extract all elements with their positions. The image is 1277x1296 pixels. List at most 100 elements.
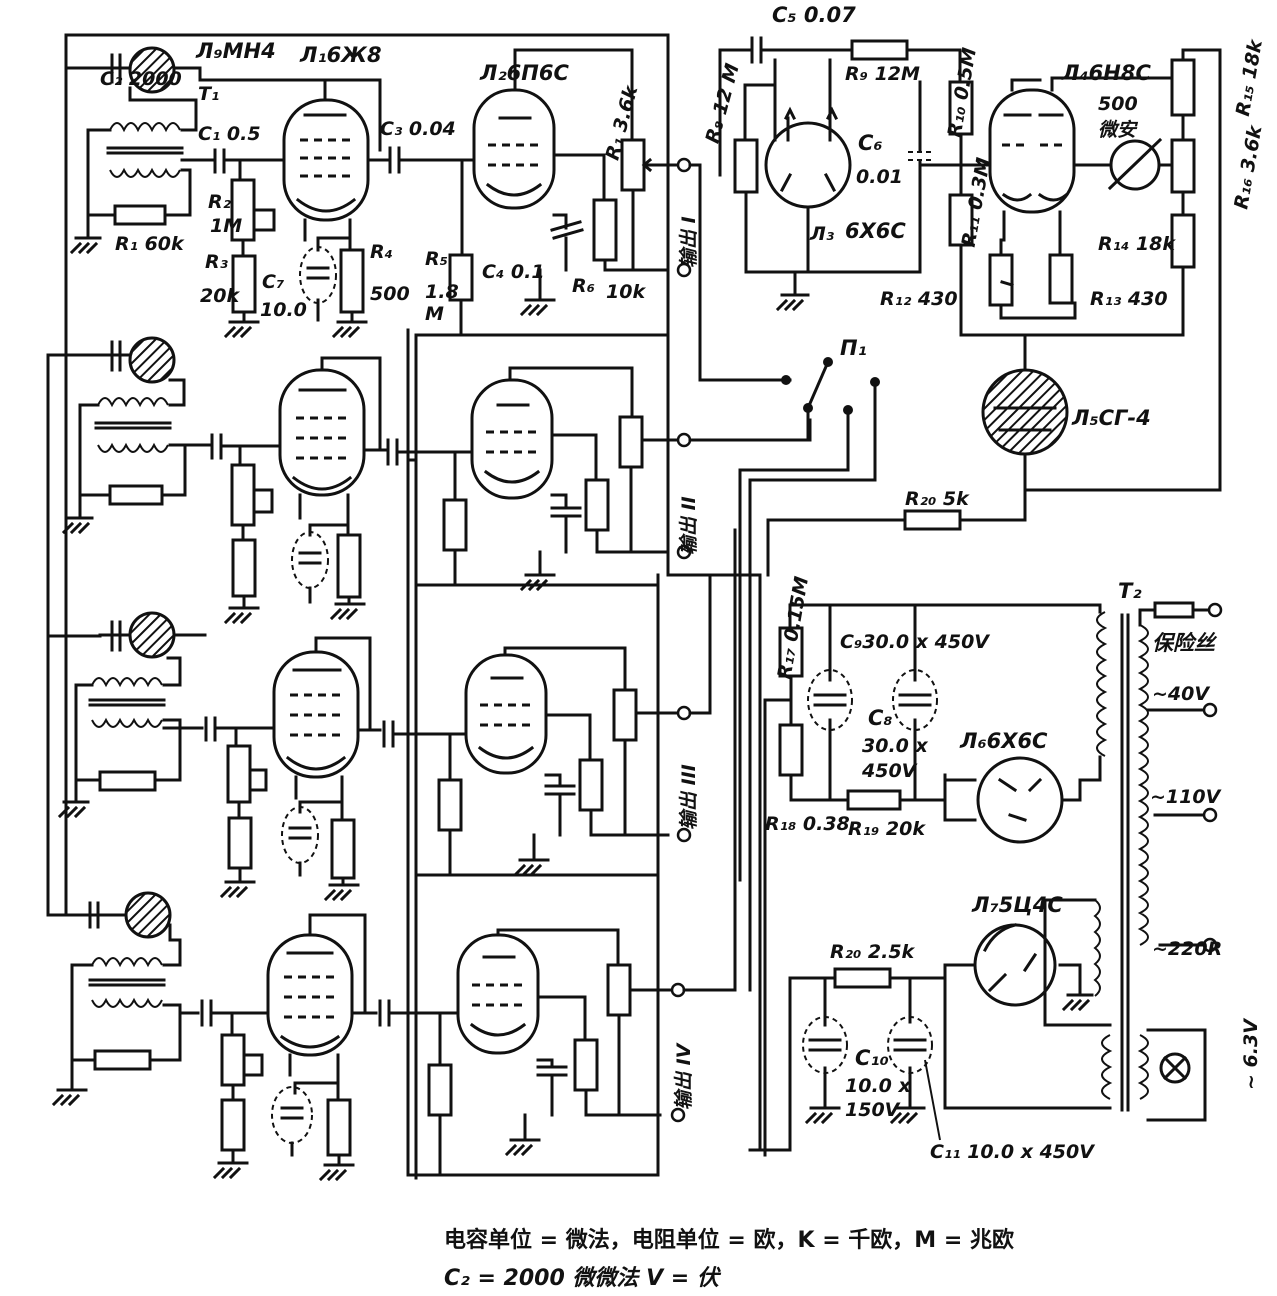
label-r5: R₅ bbox=[425, 248, 448, 270]
tube-l5 bbox=[981, 368, 1069, 456]
label-r1: R₁ 60k bbox=[115, 233, 185, 255]
label-output-2: 输出 II bbox=[678, 496, 700, 555]
label-l3-type: 6Х6С bbox=[845, 219, 906, 243]
label-c10-val2: 150V bbox=[845, 1099, 901, 1121]
label-r19: R₁₉ 20k bbox=[848, 818, 926, 840]
microphone-icon bbox=[128, 336, 176, 384]
label-c8-val1: 30.0 x bbox=[862, 735, 928, 757]
label-c8-val2: 450V bbox=[861, 760, 918, 782]
label-r6-val: 10k bbox=[606, 281, 646, 303]
label-c10: C₁₀ bbox=[855, 1046, 889, 1070]
channel-3 bbox=[57, 573, 712, 902]
label-r16: R₁₆ 3.6k bbox=[1230, 123, 1267, 211]
label-r3: R₃ bbox=[205, 251, 229, 273]
label-t2: T₂ bbox=[1118, 579, 1142, 603]
microphone-icon bbox=[128, 46, 176, 94]
label-40v: ~40V bbox=[1152, 683, 1210, 705]
label-output-1: 输出 I bbox=[678, 216, 700, 268]
label-c1: C₁ 0.5 bbox=[198, 123, 261, 145]
label-r12: R₁₂ 430 bbox=[880, 288, 958, 310]
labels: Л₉МН4 Л₁6Ж8 Л₂6П6С C₅ 0.07 R₉ 12M Л₄6Н8С… bbox=[100, 3, 1267, 1163]
channel-2 bbox=[61, 336, 812, 625]
channel-4 bbox=[51, 528, 737, 1182]
label-r20a: R₂₀ 5k bbox=[905, 488, 970, 510]
label-l5: Л₅СГ-4 bbox=[1071, 406, 1151, 430]
units-note-line-1: 电容单位 = 微法，电阻单位 = 欧，K = 千欧，M = 兆欧 bbox=[444, 1228, 1014, 1253]
label-c5: C₅ 0.07 bbox=[772, 3, 856, 27]
tube-l7 bbox=[973, 923, 1057, 1007]
resistor-r9 bbox=[850, 39, 909, 61]
label-p1: П₁ bbox=[840, 336, 867, 360]
units-note-line-2: C₂ = 2000 微微法 V = 伏 bbox=[444, 1266, 719, 1291]
label-output-4: 输出 IV bbox=[673, 1042, 695, 1110]
label-r13: R₁₃ 430 bbox=[1090, 288, 1168, 310]
ground-icon bbox=[69, 236, 102, 255]
label-r9: R₉ 12M bbox=[845, 63, 920, 85]
ground-icon bbox=[57, 800, 90, 819]
label-c11: C₁₁ 10.0 x 450V bbox=[930, 1141, 1095, 1163]
tube-channel2-power bbox=[470, 378, 554, 500]
tube-l1 bbox=[282, 98, 370, 222]
microphone-icon bbox=[124, 891, 172, 939]
label-l6: Л₆6Х6С bbox=[959, 729, 1048, 753]
label-c7: C₇ bbox=[262, 271, 284, 293]
level-meter-section bbox=[688, 36, 1222, 992]
label-l2: Л₂6П6С bbox=[479, 61, 569, 85]
resistor-r20a bbox=[903, 509, 962, 531]
label-c6-val: 0.01 bbox=[856, 166, 903, 188]
transformer-t2-mains bbox=[1137, 624, 1149, 946]
label-r15: R₁₅ 18k bbox=[1232, 37, 1267, 118]
label-meter-unit: 微安 bbox=[1098, 119, 1139, 141]
label-r2-val: 1M bbox=[210, 215, 242, 237]
label-c2: C₂ 2000 bbox=[100, 68, 182, 90]
label-r5-val1: 1.8 bbox=[425, 281, 459, 303]
label-c4: C₄ 0.1 bbox=[482, 261, 545, 283]
label-c6: C₆ bbox=[858, 131, 883, 155]
label-l3: Л₃ bbox=[809, 223, 835, 245]
tube-l2 bbox=[472, 88, 556, 210]
label-l7: Л₇5Ц4С bbox=[971, 893, 1063, 917]
label-r2: R₂ bbox=[208, 191, 232, 213]
label-l9: Л₉МН4 bbox=[195, 39, 276, 63]
microphone-icon bbox=[128, 611, 176, 659]
resistor-r19 bbox=[846, 789, 902, 811]
bus-wires bbox=[46, 33, 762, 1180]
label-r18: R₁₈ 0.38 bbox=[765, 813, 850, 835]
ground-icon bbox=[61, 516, 94, 535]
channel-1 bbox=[69, 46, 792, 382]
label-c10-val1: 10.0 x bbox=[845, 1075, 911, 1097]
label-r6: R₆ bbox=[572, 275, 595, 297]
label-t1: T₁ bbox=[198, 83, 219, 105]
tube-l6 bbox=[976, 756, 1064, 844]
label-63v: ~ 6.3V bbox=[1240, 1018, 1262, 1090]
tube-l3 bbox=[764, 121, 852, 209]
label-r20b: R₂₀ 2.5k bbox=[830, 941, 916, 963]
tube-channel3-power bbox=[464, 653, 548, 775]
label-r8: R₈ 12 M bbox=[701, 61, 743, 146]
power-supply bbox=[758, 601, 1223, 1157]
tube-l4 bbox=[988, 88, 1076, 214]
label-220v: ~220R bbox=[1152, 938, 1222, 960]
label-r14: R₁₄ 18k bbox=[1098, 233, 1176, 255]
label-c7-val: 10.0 bbox=[260, 299, 307, 321]
label-r4-val: 500 bbox=[370, 283, 410, 305]
label-c9: C₉30.0 x 450V bbox=[840, 631, 990, 653]
resistor-r1 bbox=[113, 204, 167, 226]
transformer-t2-primary bbox=[1096, 611, 1108, 757]
label-r5-val2: M bbox=[425, 303, 444, 325]
label-c3: C₃ 0.04 bbox=[380, 118, 456, 140]
label-output-3: 输出 III bbox=[678, 764, 700, 830]
label-l1: Л₁6Ж8 bbox=[299, 43, 382, 67]
fuse-icon bbox=[1153, 601, 1195, 619]
label-c8: C₈ bbox=[868, 706, 893, 730]
label-meter-500: 500 bbox=[1098, 93, 1138, 115]
ground-icon bbox=[775, 293, 810, 312]
label-110v: ~110V bbox=[1150, 786, 1222, 808]
resistor-r20b bbox=[833, 967, 892, 989]
label-fuse: 保险丝 bbox=[1152, 631, 1218, 655]
label-r3-val: 20k bbox=[200, 285, 240, 307]
label-r4: R₄ bbox=[370, 241, 393, 263]
label-l4: Л₄6Н8С bbox=[1061, 61, 1151, 85]
ground-icon bbox=[51, 1088, 88, 1107]
